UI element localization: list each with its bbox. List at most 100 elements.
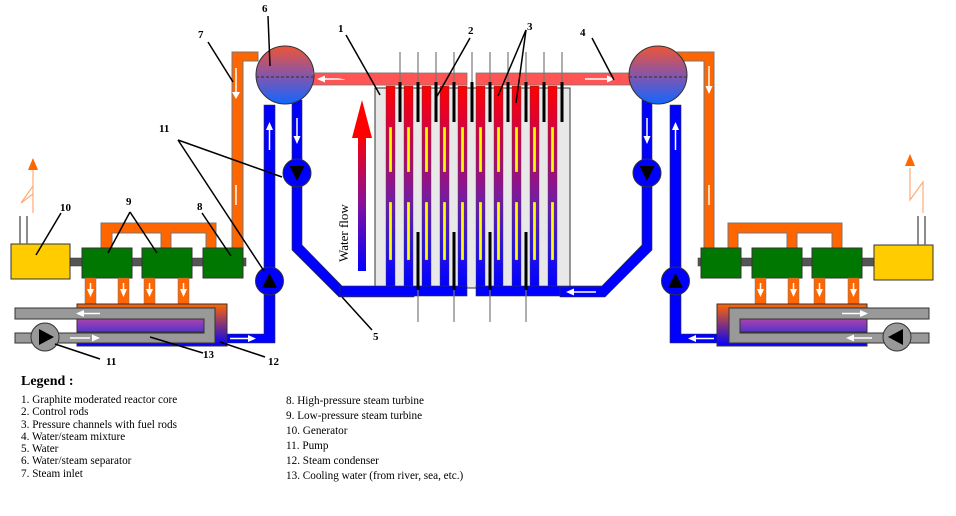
reactor-diagram: Water flow <box>10 3 934 368</box>
flow-arrow <box>643 136 651 144</box>
control-rod <box>506 82 510 122</box>
fuel-rod <box>514 201 519 261</box>
flow-arrow <box>232 92 240 99</box>
pump-arrow-icon <box>668 273 683 288</box>
fuel-rod <box>532 201 537 261</box>
right-loop <box>559 45 934 352</box>
legend-item: 8. High-pressure steam turbine <box>286 395 424 407</box>
callout-5: 5 <box>373 331 379 343</box>
callout-8: 8 <box>197 201 203 213</box>
flow-arrow <box>688 335 696 342</box>
fuel-rod <box>388 126 393 173</box>
callout-9: 9 <box>126 196 132 208</box>
water-flow-bar <box>358 134 366 271</box>
control-rod <box>452 82 456 122</box>
top-header-left <box>310 72 468 86</box>
legend-item: 5. Water <box>21 443 59 456</box>
generator-right <box>873 244 934 281</box>
downcomer-right <box>559 99 653 298</box>
flow-arrow <box>672 122 679 130</box>
control-rod <box>488 232 492 290</box>
control-rod <box>398 82 402 122</box>
fuel-rod <box>424 201 429 261</box>
legend-right-column: 8. High-pressure steam turbine 9. Low-pre… <box>286 394 463 484</box>
control-rod <box>416 232 420 290</box>
flow-arrow <box>566 288 574 296</box>
bottom-header-left <box>339 285 468 297</box>
fuel-rod <box>550 126 555 173</box>
fuel-rod <box>442 201 447 261</box>
control-rod <box>452 232 456 290</box>
control-rod <box>434 82 438 122</box>
flow-arrow <box>266 122 273 130</box>
lp-turbine-right-1 <box>751 247 803 279</box>
callout-1: 1 <box>338 23 344 35</box>
generator-left <box>10 243 71 280</box>
flow-arrow <box>92 334 100 342</box>
lp-turbine-left-1 <box>81 247 133 279</box>
pump-arrow-icon <box>39 329 54 345</box>
lp-turbine-right-2 <box>811 247 863 279</box>
callout-10: 10 <box>60 202 72 214</box>
callout-6: 6 <box>262 3 268 15</box>
hp-turbine-right <box>700 247 742 279</box>
fuel-rod <box>406 126 411 173</box>
fuel-rod <box>550 201 555 261</box>
control-rod <box>416 82 420 122</box>
steam-separator-right <box>628 45 688 105</box>
fuel-rod <box>496 126 501 173</box>
callout-11-bottom: 11 <box>106 356 116 368</box>
legend-item: 2. Control rods <box>21 406 89 419</box>
exhaust-pipes-right <box>754 277 860 306</box>
crossover-pipe-right <box>727 222 843 251</box>
fuel-rod <box>460 126 465 173</box>
cooling-water-pipe-left <box>14 307 216 344</box>
lp-turbine-left-2 <box>141 247 193 279</box>
callout-12: 12 <box>268 356 280 368</box>
legend-item: 9. Low-pressure steam turbine <box>286 410 423 422</box>
flow-arrow <box>317 75 325 83</box>
fuel-rod <box>532 126 537 173</box>
flow-arrow <box>846 334 854 342</box>
pump-arrow-icon <box>289 166 305 181</box>
left-loop <box>10 45 415 352</box>
flow-arrow <box>293 136 301 144</box>
control-rod <box>488 82 492 122</box>
legend-item: 10. Generator <box>286 425 348 437</box>
fuel-rod <box>406 201 411 261</box>
fuel-rod <box>388 201 393 261</box>
electricity-icon <box>20 166 34 213</box>
legend-item: 13. Cooling water (from river, sea, etc.… <box>286 470 464 482</box>
callout-2: 2 <box>468 25 474 37</box>
flow-arrow <box>607 75 615 83</box>
water-flow-arrow-icon <box>352 100 372 138</box>
fuel-rod <box>478 201 483 261</box>
flow-arrow <box>76 310 84 317</box>
callout-leaders <box>35 15 615 360</box>
legend-item: 11. Pump <box>286 440 329 452</box>
flow-arrow <box>705 86 713 94</box>
pump-arrow-icon <box>639 166 655 181</box>
callout-4: 4 <box>580 27 586 39</box>
cooling-water-pipe-right <box>728 307 930 344</box>
reactor-core: Water flow <box>310 52 632 322</box>
control-rod <box>560 82 564 122</box>
electricity-arrow-icon <box>905 154 915 166</box>
pump-arrow-icon <box>262 273 277 288</box>
fuel-rod <box>496 201 501 261</box>
fuel-rod <box>460 201 465 261</box>
callout-13: 13 <box>203 349 215 361</box>
control-rod <box>470 82 474 122</box>
legend-title: Legend : <box>21 374 74 389</box>
crossover-pipe-left <box>100 222 217 251</box>
callout-3: 3 <box>527 21 533 33</box>
flow-arrow <box>248 335 256 342</box>
callout-11-top: 11 <box>159 123 169 135</box>
condenser-inner-left <box>76 318 205 333</box>
electricity-icon <box>909 168 924 213</box>
water-flow-label: Water flow <box>336 204 351 262</box>
legend-item: 3. Pressure channels with fuel rods <box>21 418 177 431</box>
pump-arrow-icon <box>888 329 903 345</box>
callout-7: 7 <box>198 29 204 41</box>
fuel-rod <box>478 126 483 173</box>
